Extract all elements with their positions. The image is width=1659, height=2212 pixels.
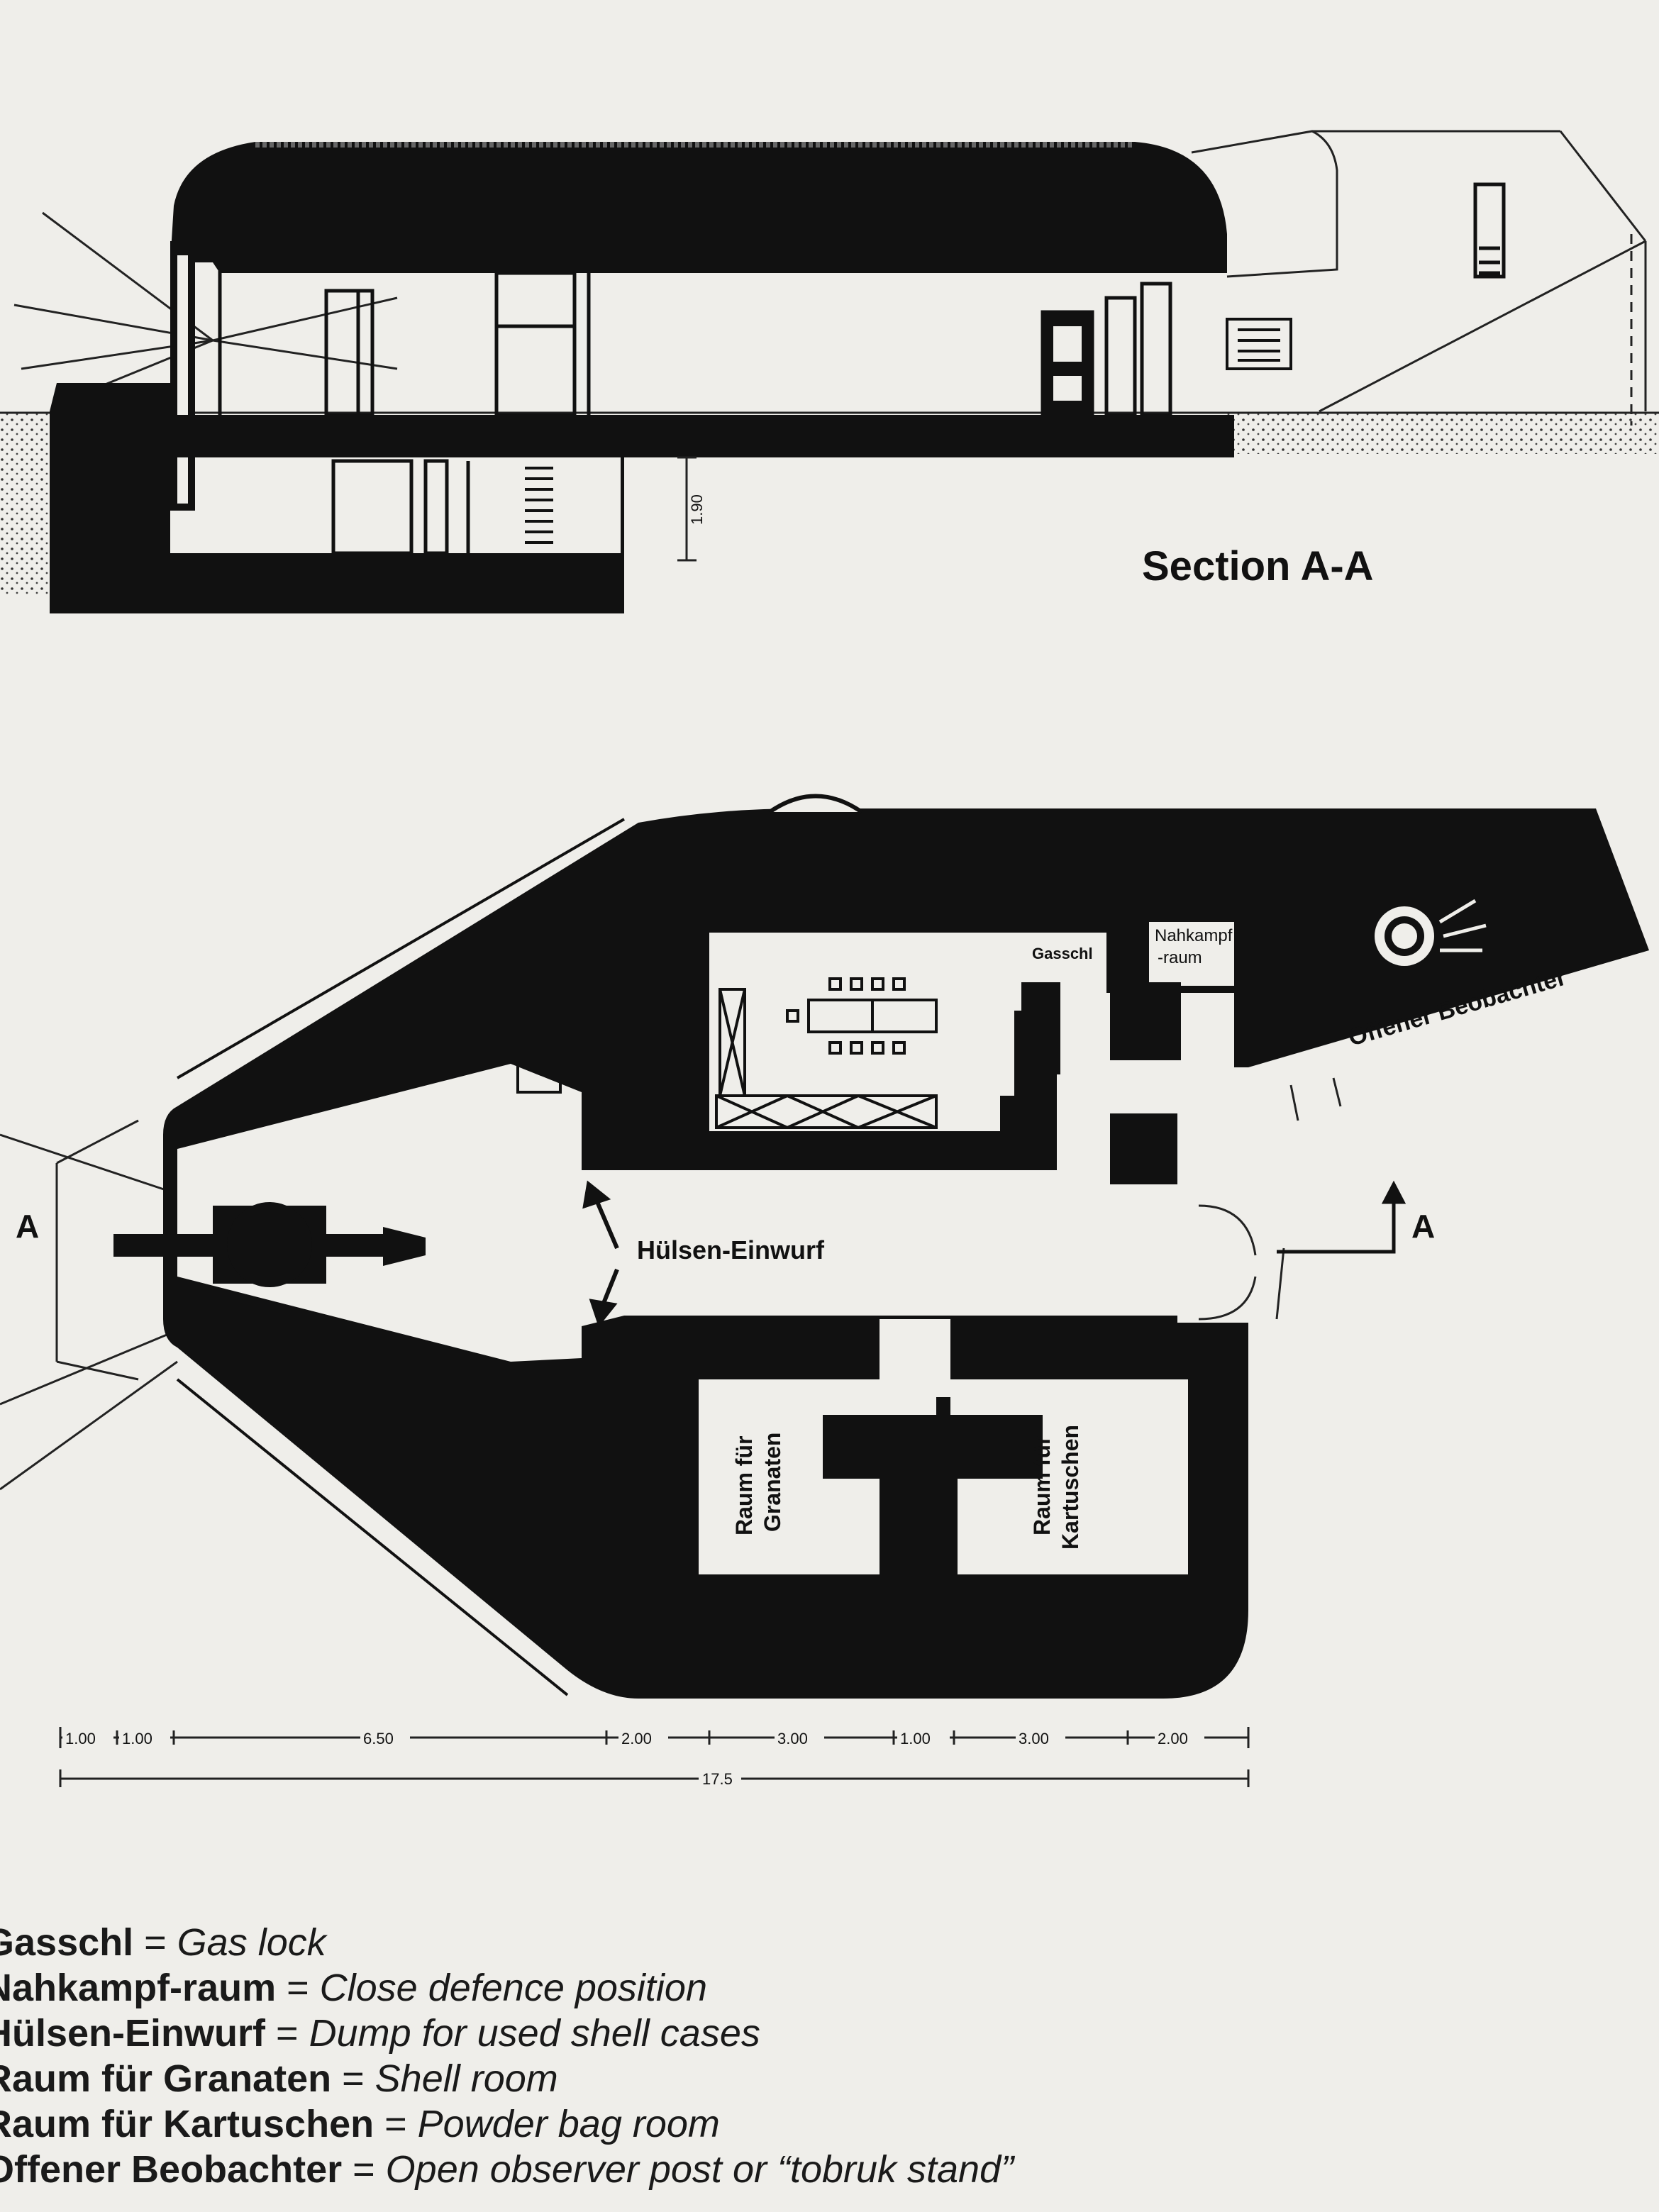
storage-entry bbox=[880, 1319, 950, 1397]
door-swing bbox=[1198, 1077, 1342, 1321]
dim-2: 1.00 bbox=[122, 1730, 152, 1747]
dim-8: 2.00 bbox=[1158, 1730, 1188, 1747]
dim-6: 1.00 bbox=[900, 1730, 931, 1747]
cut-label-right: A bbox=[1411, 1208, 1435, 1245]
legend-row: Offener Beobachter = Open observer post … bbox=[0, 2147, 1014, 2191]
legend-term: Nahkampf-raum bbox=[0, 1967, 277, 2009]
legend-term: Hülsen-Einwurf bbox=[0, 2012, 266, 2055]
gun bbox=[113, 1202, 426, 1287]
dim-3: 6.50 bbox=[363, 1730, 394, 1747]
cut-label-left: A bbox=[16, 1208, 39, 1245]
close-defence-label-1: Nahkampf bbox=[1155, 926, 1233, 945]
room-furniture bbox=[516, 977, 938, 1129]
gas-lock-label: Gasschl bbox=[1032, 945, 1093, 962]
legend: Gasschl = Gas lock Nahkampf-raum = Close… bbox=[0, 1915, 1659, 2199]
legend-term: Offener Beobachter bbox=[0, 2148, 343, 2191]
dim-5: 3.00 bbox=[777, 1730, 808, 1747]
height-dimension bbox=[677, 456, 697, 562]
legend-meaning: Close defence position bbox=[319, 1967, 707, 2009]
observer-ladder bbox=[1473, 182, 1506, 279]
door-panel bbox=[1053, 326, 1082, 362]
lock-block-4 bbox=[1110, 1113, 1181, 1184]
section-view: 1.90 Section A-A bbox=[0, 130, 1659, 613]
dim-7: 3.00 bbox=[1019, 1730, 1049, 1747]
shell-room-label-2: Granaten bbox=[760, 1433, 785, 1532]
legend-term: Raum für Kartuschen bbox=[0, 2103, 374, 2145]
legend-row: Nahkampf-raum = Close defence position bbox=[0, 1966, 707, 2010]
powder-room-label-2: Kartuschen bbox=[1058, 1425, 1083, 1550]
section-title: Section A-A bbox=[1142, 543, 1374, 589]
room-split-top bbox=[823, 1415, 1043, 1479]
right-wing bbox=[1191, 130, 1647, 426]
close-defence-room bbox=[1149, 922, 1234, 986]
mass-outline bbox=[176, 818, 626, 1696]
ground-left bbox=[0, 411, 57, 596]
room-split-stem bbox=[880, 1479, 958, 1578]
legend-row: Gasschl = Gas lock bbox=[0, 1921, 326, 1964]
floor-slab bbox=[170, 415, 1234, 457]
dump-arrows bbox=[582, 1180, 619, 1328]
exit-passage bbox=[1177, 1067, 1248, 1323]
shell-dump-label: Hülsen-Einwurf bbox=[637, 1235, 825, 1265]
dim-4: 2.00 bbox=[621, 1730, 652, 1747]
lock-block-1 bbox=[1021, 982, 1060, 1074]
lock-block-2 bbox=[1110, 982, 1181, 1060]
close-defence-label-2: -raum bbox=[1158, 948, 1202, 967]
legend-row: Raum für Kartuschen = Powder bag room bbox=[0, 2102, 720, 2146]
dim-total: 17.5 bbox=[702, 1770, 733, 1788]
dome bbox=[768, 794, 863, 814]
lock-block-3 bbox=[1000, 1096, 1050, 1138]
legend-row: Hülsen-Einwurf = Dump for used shell cas… bbox=[0, 2011, 760, 2055]
legend-meaning: Powder bag room bbox=[417, 2103, 720, 2145]
corridor bbox=[177, 1064, 1177, 1362]
legend-meaning: Open observer post or “tobruk stand” bbox=[385, 2148, 1014, 2191]
shell-room-label-1: Raum für bbox=[731, 1436, 757, 1535]
legend-term: Raum für Granaten bbox=[0, 2057, 332, 2100]
plan-view: A A Gasschl Nahkampf -raum Offener Beoba… bbox=[0, 794, 1649, 1788]
observer-turret bbox=[1375, 899, 1487, 966]
lower-doors bbox=[331, 459, 470, 555]
door-panel-2 bbox=[1053, 376, 1082, 401]
lower-stair bbox=[525, 467, 553, 544]
foundation bbox=[50, 383, 624, 613]
ground-right bbox=[1220, 411, 1659, 454]
wall-slit bbox=[177, 255, 188, 504]
lower-room bbox=[206, 461, 603, 553]
dim-1: 1.00 bbox=[65, 1730, 96, 1747]
height-dim-label: 1.90 bbox=[688, 494, 706, 525]
upper-interior bbox=[218, 262, 1172, 417]
powder-room-label-1: Raum für bbox=[1029, 1436, 1055, 1535]
roof-slab bbox=[170, 142, 1227, 273]
vent-grille bbox=[1226, 318, 1292, 370]
legend-meaning: Shell room bbox=[374, 2057, 558, 2100]
dimension-labels: 1.00 1.00 6.50 2.00 3.00 1.00 3.00 2.00 … bbox=[62, 1728, 1204, 1788]
section-cut-right bbox=[1277, 1180, 1406, 1254]
legend-meaning: Gas lock bbox=[177, 1921, 326, 1964]
legend-row: Raum für Granaten = Shell room bbox=[0, 2057, 558, 2101]
legend-term: Gasschl bbox=[0, 1921, 134, 1964]
legend-meaning: Dump for used shell cases bbox=[309, 2012, 760, 2055]
